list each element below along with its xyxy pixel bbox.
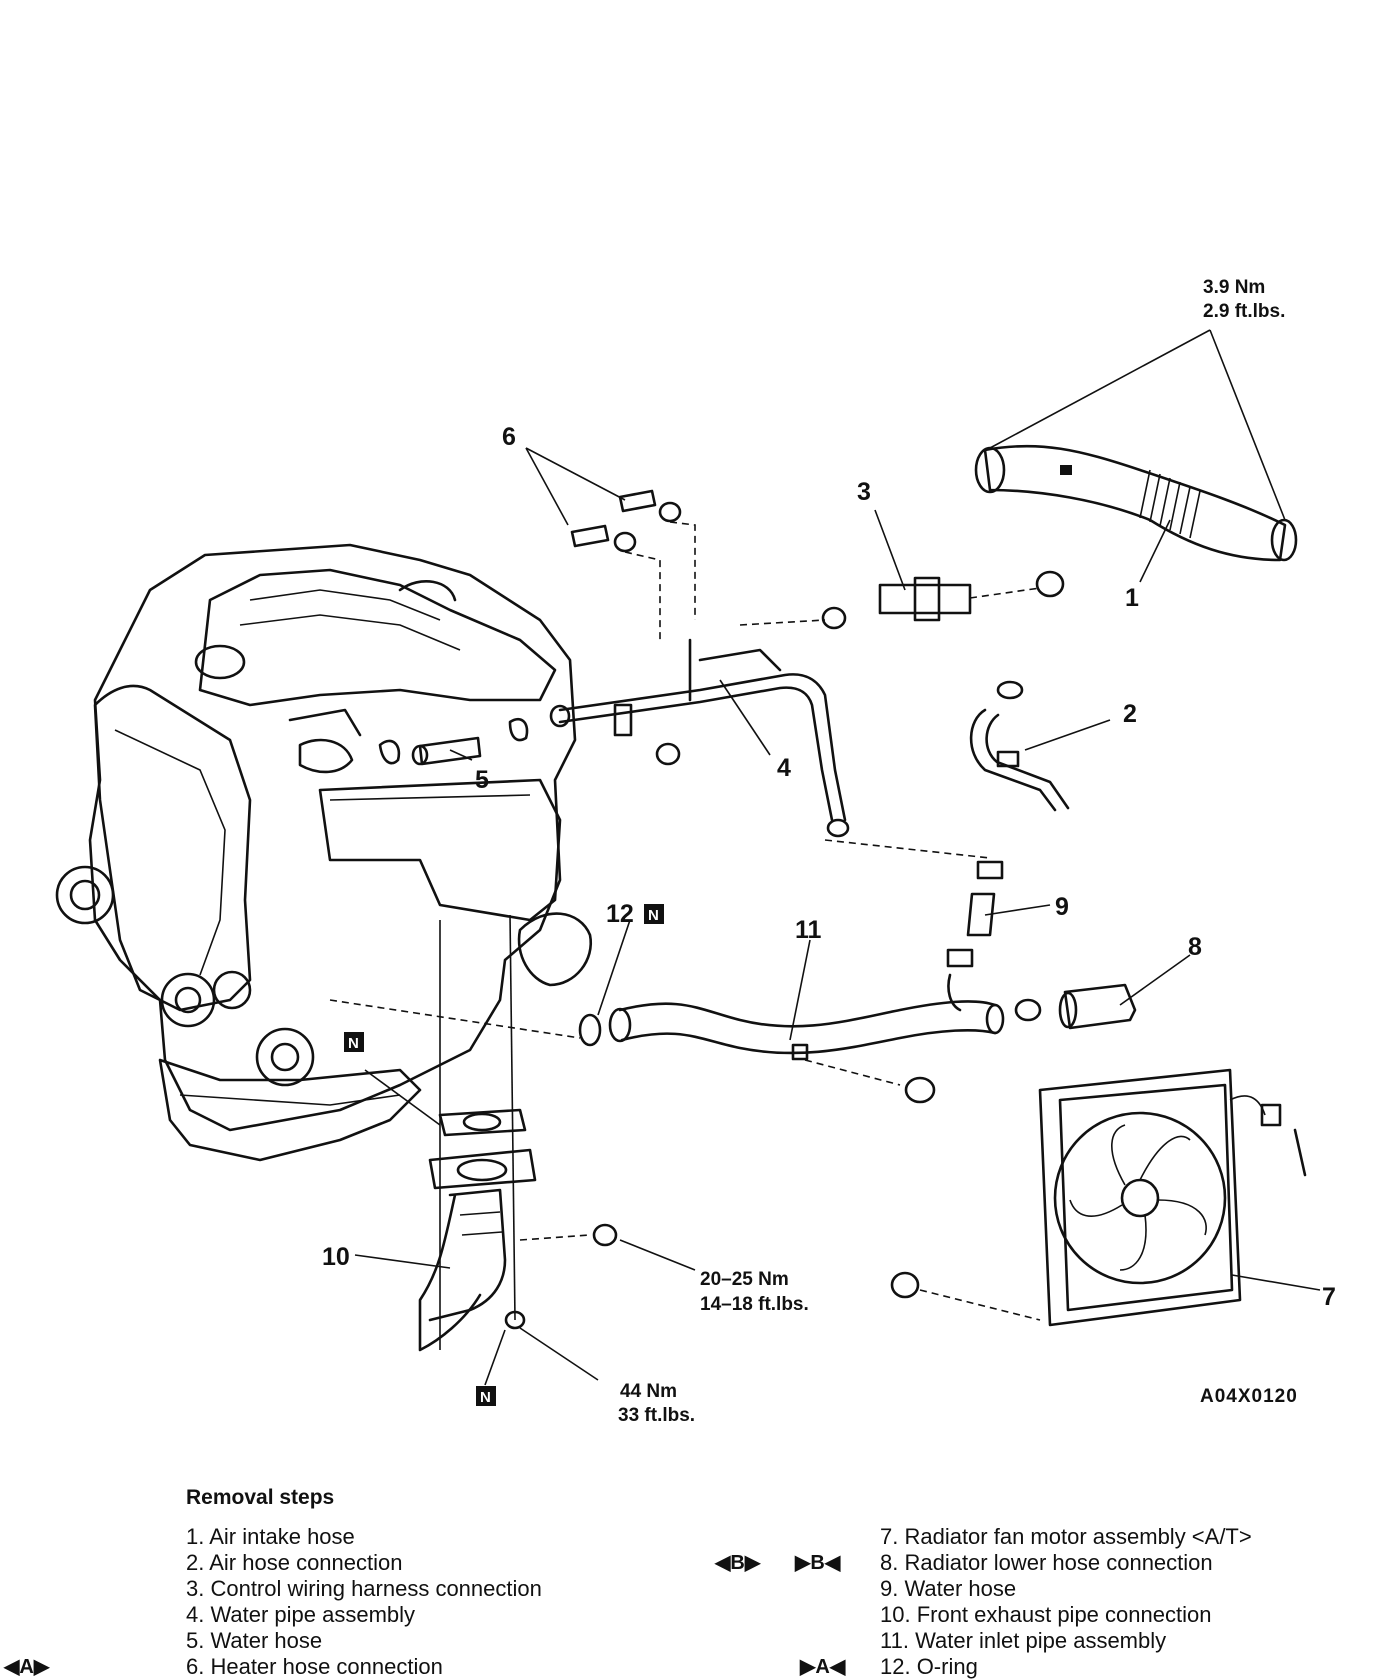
removal-step-11: 11. Water inlet pipe assembly (880, 1628, 1167, 1653)
svg-text:N: N (348, 1035, 359, 1052)
removal-mark-b: ▶B◀ (795, 1552, 841, 1574)
removal-step-1: 1. Air intake hose (186, 1524, 355, 1549)
callout-11: 11 (795, 916, 822, 944)
removal-mark-a: ▶A◀ (800, 1656, 846, 1678)
callout-10: 10 (322, 1243, 350, 1271)
radiator-fan-assembly (890, 1068, 1307, 1327)
removal-step-4: 4. Water pipe assembly (186, 1602, 416, 1627)
removal-step-12: 12. O-ring (880, 1654, 978, 1679)
torque-1-nm: 3.9 Nm (1203, 277, 1265, 298)
torque-1-ftlbs: 2.9 ft.lbs. (1203, 301, 1285, 322)
callout-8: 8 (1188, 933, 1202, 961)
callout-9: 9 (1055, 893, 1069, 921)
removal-step-9: 9. Water hose (880, 1576, 1017, 1601)
removal-steps-left-column: 1. Air intake hose 2. Air hose connectio… (186, 1524, 542, 1680)
water-hose-5 (378, 717, 529, 766)
install-mark-b: ◀B▶ (715, 1552, 761, 1574)
callout-7: 7 (1322, 1283, 1336, 1311)
engine-block (55, 543, 593, 1162)
water-hose-9 (824, 839, 1004, 1012)
callout-12: 12 (606, 900, 634, 928)
o-ring (578, 1013, 602, 1047)
removal-step-10: 10. Front exhaust pipe connection (880, 1602, 1212, 1627)
radiator-lower-hose (1014, 983, 1137, 1030)
torque-3-nm: 44 Nm (620, 1381, 677, 1402)
water-inlet-pipe (608, 1000, 1005, 1104)
callout-5: 5 (475, 766, 489, 794)
removal-step-6: 6. Heater hose connection (186, 1654, 443, 1679)
callout-1: 1 (1125, 584, 1139, 612)
removal-step-3: 3. Control wiring harness connection (186, 1576, 542, 1601)
new-part-marker-gasket: N (344, 1032, 364, 1052)
callout-4: 4 (777, 754, 791, 782)
torque-2-ftlbs: 14–18 ft.lbs. (700, 1294, 809, 1315)
control-harness-connector (878, 570, 1065, 622)
removal-steps-title: Removal steps (186, 1486, 335, 1509)
removal-steps-section: Removal steps 1. Air intake hose 2. Air … (0, 1480, 1376, 1679)
removal-step-2: 2. Air hose connection (186, 1550, 403, 1575)
callout-6: 6 (502, 423, 516, 451)
torque-3-ftlbs: 33 ft.lbs. (618, 1405, 695, 1426)
front-exhaust-pipe (418, 914, 618, 1352)
svg-text:N: N (480, 1389, 491, 1406)
torque-2-nm: 20–25 Nm (700, 1269, 789, 1290)
air-intake-hose (974, 444, 1298, 562)
install-mark-a: ◀A▶ (4, 1656, 50, 1678)
new-part-marker-12: N (644, 904, 664, 924)
callout-3: 3 (857, 478, 871, 506)
removal-step-5: 5. Water hose (186, 1628, 323, 1653)
air-hose-connection (969, 680, 1070, 812)
removal-step-8: 8. Radiator lower hose connection (880, 1550, 1213, 1575)
new-part-marker-nut: N (476, 1386, 496, 1406)
removal-step-7: 7. Radiator fan motor assembly <A/T> (880, 1524, 1252, 1549)
svg-text:N: N (648, 907, 659, 924)
figure-code: A04X0120 (1200, 1386, 1298, 1407)
callout-2: 2 (1123, 700, 1137, 728)
leader-lines (354, 329, 1321, 1386)
removal-steps-right-column: 7. Radiator fan motor assembly <A/T> 8. … (880, 1524, 1252, 1680)
heater-hose-connections (570, 489, 696, 640)
water-pipe-assembly (549, 606, 850, 838)
